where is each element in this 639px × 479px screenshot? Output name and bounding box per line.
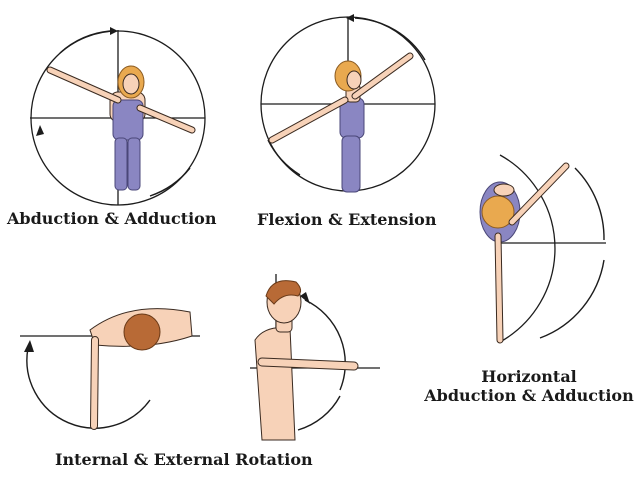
rotation-label: Internal & External Rotation [55,450,313,469]
abduction-figure [30,27,205,205]
horizontal-label: Horizontal Abduction & Adduction [421,367,637,405]
flexion-extension-label: Flexion & Extension [257,210,436,229]
horizontal-label-line2: Abduction & Adduction [421,386,637,405]
horizontal-label-line1: Horizontal [421,367,637,386]
horizontal-figure [480,155,606,342]
flexion-figure [261,14,435,192]
rotation-side-figure [250,274,380,440]
abduction-adduction-label: Abduction & Adduction [7,209,216,228]
rotation-top-figure [20,309,200,429]
